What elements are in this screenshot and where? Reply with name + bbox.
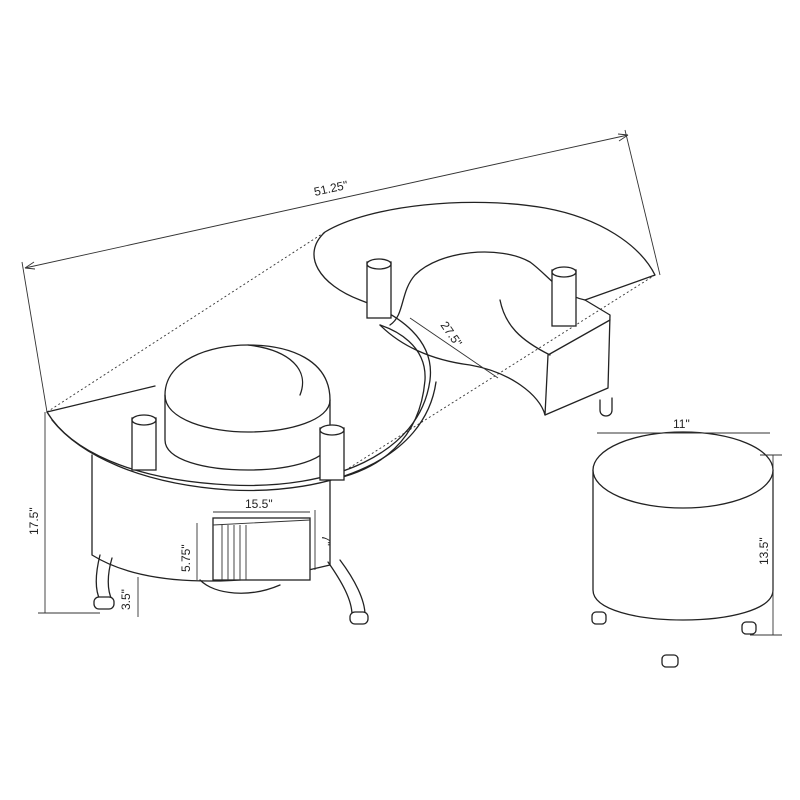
dimension-lines <box>38 317 782 636</box>
right-base <box>379 299 613 417</box>
shelf-height-label: 7" <box>319 535 333 546</box>
leg-clearance-label: 3.5" <box>119 589 133 610</box>
table-height-label: 17.5" <box>27 507 41 535</box>
support-posts <box>131 258 577 481</box>
shelf-opening-height-label: 5.75" <box>179 544 193 572</box>
table-depth-label: 27.5" <box>438 319 465 350</box>
left-ottoman <box>164 344 331 471</box>
ottoman-height-label: 13.5" <box>757 537 771 565</box>
post <box>319 424 345 481</box>
ottoman-diameter-label: 11" <box>673 417 690 431</box>
post <box>366 258 392 319</box>
table-length-label: 51.25" <box>313 178 350 199</box>
post <box>131 414 157 471</box>
right-ottoman <box>591 431 774 668</box>
post <box>551 266 577 327</box>
left-base <box>91 454 369 625</box>
shelf-width-label: 15.5" <box>245 497 273 511</box>
